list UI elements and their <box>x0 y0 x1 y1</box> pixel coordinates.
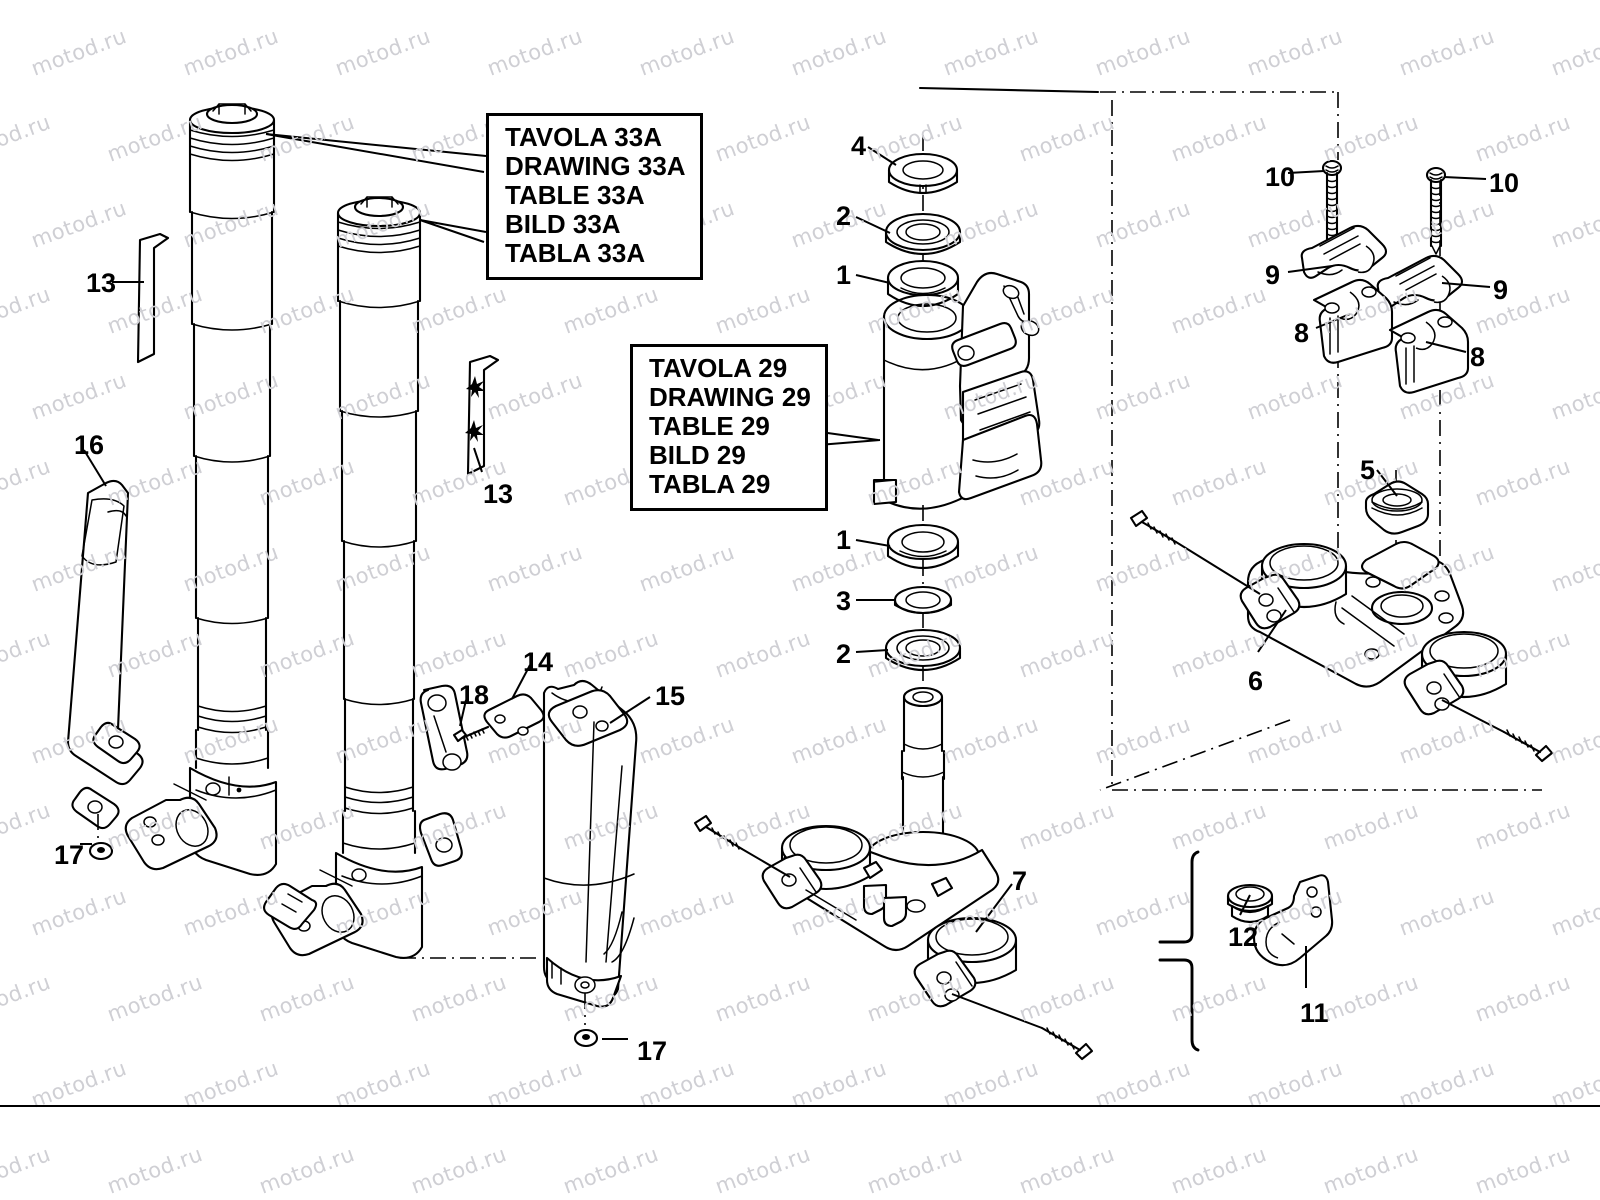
fork-leg-right <box>263 196 469 959</box>
callout-line: BILD 33A <box>505 208 621 239</box>
ref-number-front-fender: 15 <box>655 681 686 711</box>
front-fender <box>400 679 638 1008</box>
bearing-1-lower <box>886 505 960 588</box>
ref-number-fork-decal-left: 13 <box>86 268 117 298</box>
ref-number-handlebar-clamp-upper-right: 9 <box>1493 275 1509 305</box>
fork-guard <box>66 479 144 830</box>
ref-number-washer-lower: 3 <box>836 586 852 616</box>
callout-box-33a: TAVOLA 33A DRAWING 33A TABLE 33A BILD 33… <box>486 113 703 280</box>
callout-line: BILD 29 <box>649 439 746 470</box>
construction-lines <box>918 86 1542 791</box>
fork-decal-right <box>465 354 500 476</box>
ref-number-steering-stem-nut: 5 <box>1360 455 1376 485</box>
callout-box-29: TAVOLA 29 DRAWING 29 TABLE 29 BILD 29 TA… <box>630 344 828 511</box>
lower-triple-clamp <box>761 824 1018 1008</box>
cable-guide-bracket <box>1252 874 1334 967</box>
fork-leg-left <box>124 103 278 876</box>
footer-divider <box>0 1105 1600 1107</box>
steering-stem <box>900 686 946 857</box>
ref-number-bearing-race-lower: 2 <box>836 639 852 669</box>
callout-line: DRAWING 33A <box>505 150 686 181</box>
ref-number-dust-seal-upper: 4 <box>851 131 867 161</box>
handlebar-clamp-lower-left <box>1312 278 1394 364</box>
ref-number-cable-guide-bracket: 11 <box>1300 998 1329 1028</box>
upper-triple-clamp <box>1239 540 1508 716</box>
ref-number-bearing-race-upper: 2 <box>836 201 852 231</box>
callout-line: TABLA 29 <box>649 468 771 499</box>
dust-seal-4 <box>887 152 959 194</box>
lower-clamp-bolts <box>693 814 1094 1061</box>
ref-number-cable-grommet: 12 <box>1228 922 1259 952</box>
ref-number-upper-triple-clamp: 6 <box>1248 666 1264 696</box>
ref-number-handlebar-clamp-upper-left: 9 <box>1265 260 1281 290</box>
callout-line: TAVOLA 33A <box>505 122 662 152</box>
ref-number-handlebar-clamp-bolt-left: 10 <box>1265 162 1296 192</box>
fork-decal-left <box>136 232 170 364</box>
fender-grommet <box>573 993 599 1048</box>
callout-line: TABLE 29 <box>649 410 770 441</box>
steering-stem-nut <box>1364 480 1430 535</box>
bearing-1-upper <box>886 259 960 307</box>
callout-line: DRAWING 29 <box>649 381 811 412</box>
handlebar-bolt-right <box>1425 166 1447 255</box>
callout-line: TAVOLA 29 <box>649 353 788 383</box>
ref-number-guard-grommet-left: 17 <box>54 840 85 870</box>
ref-number-fender-bracket-screw: 18 <box>459 680 490 710</box>
handlebar-bolt-left <box>1321 159 1343 248</box>
callout-line: TABLE 33A <box>505 179 645 210</box>
ref-number-bearing-lower: 1 <box>836 525 852 555</box>
ref-number-lower-triple-clamp: 7 <box>1012 866 1028 896</box>
fender-bracket-plate <box>483 693 545 739</box>
ref-number-handlebar-clamp-lower-right: 8 <box>1470 342 1486 372</box>
ref-number-fork-guard: 16 <box>74 430 105 460</box>
upper-clamp-bolts <box>1129 509 1554 763</box>
callout-line: TABLA 33A <box>505 237 646 268</box>
ref-number-fender-grommet: 17 <box>637 1036 668 1066</box>
fender-bracket-screw <box>452 725 490 743</box>
ref-number-handlebar-clamp-bolt-right: 10 <box>1489 168 1520 198</box>
ref-number-fork-decal-right: 13 <box>483 479 514 509</box>
guard-grommet-left <box>88 814 114 861</box>
bracket-pointer <box>1158 850 1200 1052</box>
bearing-race-2-lower <box>884 628 962 693</box>
ref-number-handlebar-clamp-lower-left: 8 <box>1294 318 1310 348</box>
ref-number-bearing-upper: 1 <box>836 260 852 290</box>
ref-number-fender-bracket-plate: 14 <box>523 647 554 677</box>
steering-head-frame <box>872 135 1043 510</box>
bearing-race-2-upper <box>884 212 962 256</box>
washer-3 <box>893 585 953 634</box>
